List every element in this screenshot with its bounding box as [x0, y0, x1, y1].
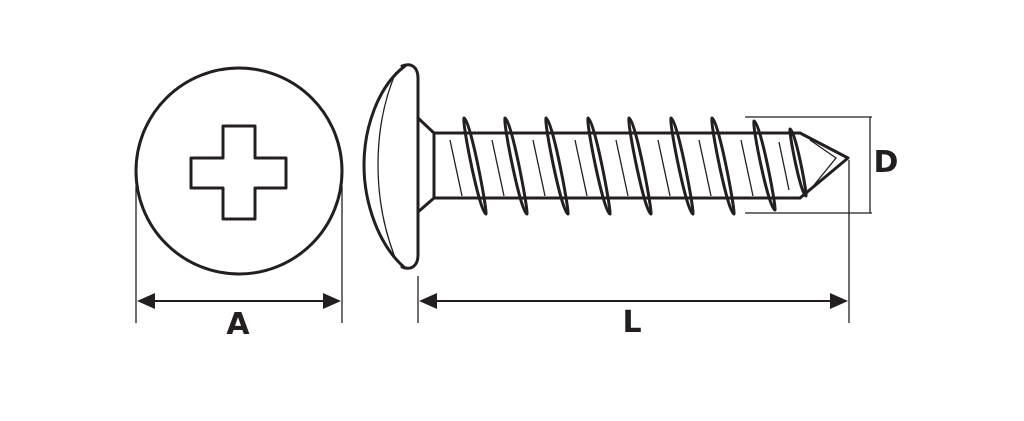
dimension-a-arrow-left — [137, 293, 155, 309]
screw-head-side-profile — [362, 64, 407, 270]
dimension-l-arrow-left — [419, 293, 437, 309]
dimension-l-arrow-right — [830, 293, 848, 309]
thread-crest-5 — [627, 116, 653, 216]
thread-crest-2 — [503, 116, 529, 216]
thread-crest-1 — [462, 116, 488, 216]
thread-shading — [449, 139, 790, 197]
thread-crests — [462, 116, 808, 216]
dimension-l-label: L — [622, 305, 641, 340]
screw-tip-inner — [809, 139, 837, 191]
thread-crest-8 — [752, 119, 777, 212]
dimension-a-label: A — [226, 307, 250, 342]
head-outline-circle — [134, 66, 344, 276]
dimension-a-arrow-right — [323, 293, 341, 309]
screw-head-shading — [377, 71, 397, 261]
screw-tip — [798, 131, 850, 200]
phillips-cross-icon — [189, 124, 288, 221]
thread-crest-6 — [669, 116, 695, 216]
thread-crest-4 — [586, 116, 612, 216]
dimension-l: L — [417, 160, 850, 340]
dimension-a: A — [135, 186, 343, 342]
thread-crest-7 — [710, 116, 736, 216]
screw-side-view — [362, 63, 850, 270]
screw-head-flange — [400, 63, 420, 270]
dimension-d: D — [745, 116, 899, 214]
thread-crest-9 — [788, 127, 808, 198]
screw-neck — [416, 116, 436, 214]
thread-crest-3 — [544, 116, 570, 216]
dimension-d-label: D — [874, 145, 899, 180]
screw-head-top-view — [134, 66, 344, 276]
